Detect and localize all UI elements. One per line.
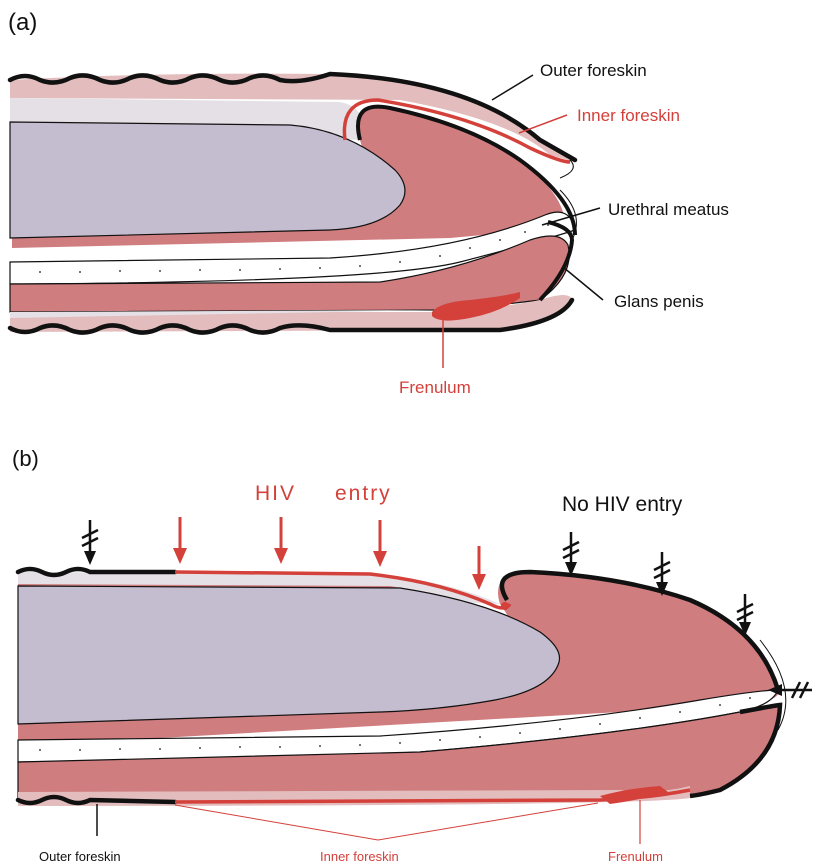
label-glans-penis-a: Glans penis bbox=[614, 292, 704, 311]
foreskin-tip-b bbox=[501, 602, 509, 610]
hiv-entry-label-entry: entry bbox=[335, 482, 392, 505]
blocked-arrow-2 bbox=[563, 532, 579, 576]
label-outer-foreskin-a: Outer foreskin bbox=[540, 61, 647, 80]
panel-b: (b) HIV entry No HIV entry bbox=[12, 446, 812, 864]
label-frenulum-b: Frenulum bbox=[608, 849, 663, 864]
shaft-core-b bbox=[18, 586, 560, 724]
outer-foreskin-outline-upper-b bbox=[18, 569, 175, 575]
label-outer-foreskin-b: Outer foreskin bbox=[39, 849, 121, 864]
label-inner-foreskin-a: Inner foreskin bbox=[577, 106, 680, 125]
panel-a-label: (a) bbox=[8, 9, 37, 36]
no-hiv-entry-label: No HIV entry bbox=[562, 493, 683, 516]
label-inner-foreskin-b: Inner foreskin bbox=[320, 849, 399, 864]
leader-inner-foreskin-b-2 bbox=[378, 803, 598, 840]
panel-a: (a) bbox=[8, 9, 729, 397]
panel-b-label: (b) bbox=[12, 446, 39, 471]
leader-inner-foreskin-b-1 bbox=[175, 805, 378, 840]
hiv-entry-label-hiv: HIV bbox=[255, 482, 296, 505]
leader-glans-penis-a bbox=[563, 267, 603, 300]
leader-outer-foreskin-a bbox=[492, 75, 533, 100]
label-frenulum-a: Frenulum bbox=[399, 378, 471, 397]
leader-inner-foreskin-a bbox=[519, 115, 567, 133]
label-urethral-meatus-a: Urethral meatus bbox=[608, 200, 729, 219]
blocked-arrow-1 bbox=[82, 520, 98, 565]
